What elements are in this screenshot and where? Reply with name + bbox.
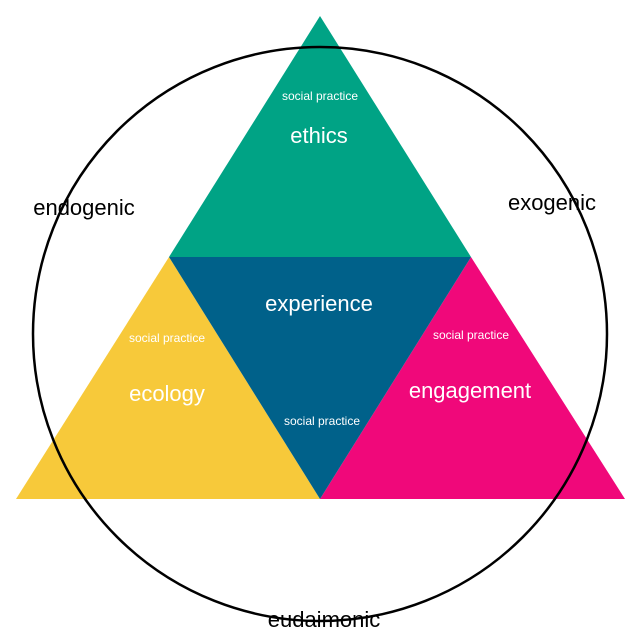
ethics-label: ethics (290, 123, 347, 148)
ethics-subtitle: social practice (282, 89, 358, 103)
experience-triangle (169, 257, 471, 499)
ethics-triangle (169, 16, 471, 257)
experience-subtitle: social practice (284, 414, 360, 428)
outer-circle (31, 45, 609, 623)
engagement-triangle (320, 257, 625, 499)
ecology-label: ecology (129, 381, 205, 406)
engagement-subtitle: social practice (433, 328, 509, 342)
exogenic-label: exogenic (508, 190, 596, 215)
eudaimonic-label: eudaimonic (268, 607, 381, 632)
ecology-subtitle: social practice (129, 331, 205, 345)
endogenic-label: endogenic (33, 195, 135, 220)
ecology-triangle (16, 257, 320, 499)
engagement-label: engagement (409, 378, 531, 403)
experience-label: experience (265, 291, 373, 316)
